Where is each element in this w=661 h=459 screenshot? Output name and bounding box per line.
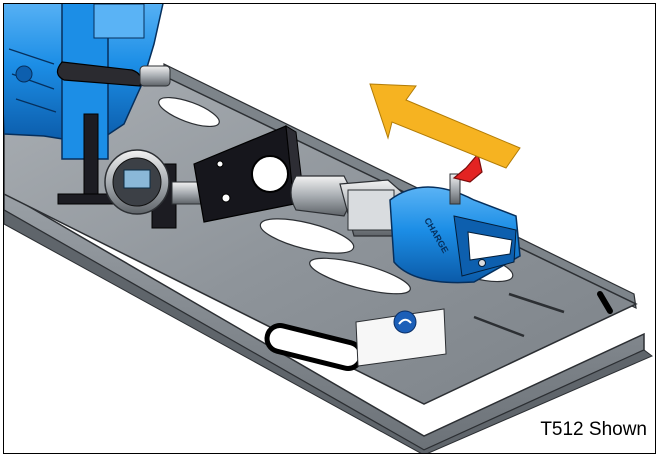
meter-display — [123, 169, 151, 189]
figure-caption: T512 Shown — [540, 419, 647, 440]
nozzle: CHARGE — [389, 186, 521, 284]
flow-meter — [104, 149, 203, 229]
valve-stem — [449, 173, 461, 205]
plate-groove — [508, 292, 565, 314]
nozzle-tip-face — [467, 231, 513, 261]
crank-post — [83, 113, 99, 205]
nozzle-collar — [347, 189, 395, 231]
bracket-bolt-hole — [221, 193, 231, 203]
tray-lower-lip — [4, 209, 653, 453]
swivel-fitting — [139, 65, 171, 87]
reel-flange — [93, 4, 145, 39]
plate-slot-end — [597, 291, 613, 314]
plate-slot — [158, 96, 220, 128]
plate-slot — [309, 257, 411, 295]
bracket-hole — [251, 155, 289, 193]
wing-valve — [449, 152, 483, 205]
safety-decal — [355, 308, 447, 367]
equipment-illustration: CHARGE — [4, 4, 653, 453]
plate-groove — [473, 315, 525, 338]
plate-slot — [259, 218, 355, 254]
valve-handle — [452, 152, 483, 183]
direction-arrow-icon — [369, 83, 521, 169]
diagram-frame: CHARGE T512 Shown — [3, 3, 656, 454]
crank-grip — [56, 61, 142, 87]
decal-icon — [393, 310, 417, 334]
bracket-bolt-hole — [216, 160, 224, 168]
